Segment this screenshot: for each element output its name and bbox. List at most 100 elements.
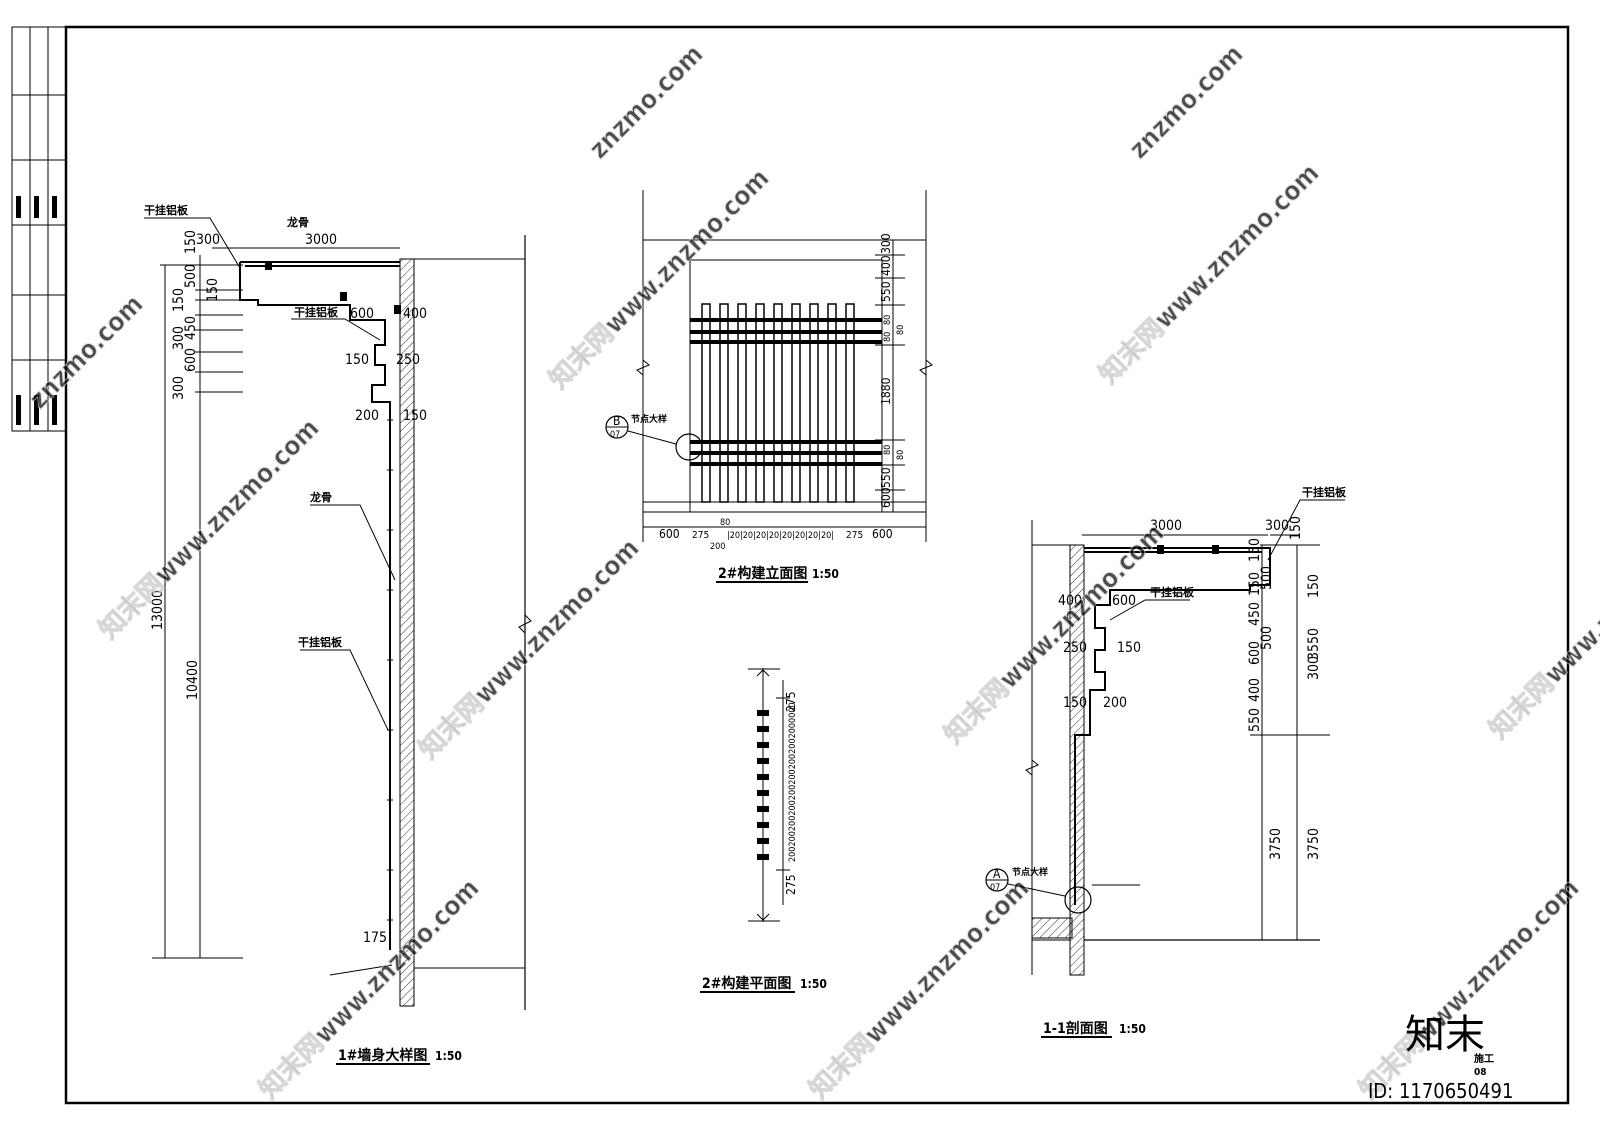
section-rdim-500a: 500	[1259, 566, 1275, 590]
dim-150-b: 150	[171, 288, 187, 312]
elev-callout-label: 节点大样	[631, 413, 667, 425]
dim-150-d: 150	[345, 352, 369, 368]
sheet-title-char: 施工	[1474, 1052, 1494, 1065]
elevation-title: 2#构建立面图	[718, 565, 807, 582]
elev-bdim-275a: 275	[692, 530, 709, 541]
elev-dim-600: 600	[879, 487, 893, 508]
sheet-number: 08	[1474, 1067, 1487, 1078]
dim-150-a: 150	[183, 230, 199, 254]
dim-13000: 13000	[150, 590, 166, 630]
elev-dim-80b: 80	[883, 332, 893, 342]
dim-200: 200	[355, 408, 379, 424]
section-rdim-600: 600	[1247, 641, 1263, 665]
dim-3000-top: 3000	[305, 232, 337, 248]
svg-text:知末网www.znzmo.com: 知末网www.znzmo.com	[939, 518, 1171, 750]
section-odim-3750: 3750	[1306, 828, 1322, 860]
elevation-scale: 1:50	[812, 567, 839, 581]
section-dim-3000: 3000	[1150, 518, 1182, 534]
elev-dim-550: 550	[879, 281, 893, 302]
elev-dim-400: 400	[879, 255, 893, 276]
elev-bdim-600a: 600	[659, 527, 680, 541]
svg-text:知末网www.znzmo.com: 知末网www.znzmo.com	[804, 873, 1036, 1105]
wall-detail-scale: 1:50	[435, 1049, 462, 1063]
elev-dim-80e: 80	[896, 325, 906, 335]
label-panel-mid: 干挂铝板	[294, 305, 339, 319]
elev-bdim-275b: 275	[846, 530, 863, 541]
section-rdim-550: 550	[1247, 708, 1263, 732]
watermark-id: ID: 1170650491	[1368, 1079, 1513, 1103]
svg-text:znzmo.com: znzmo.com	[584, 39, 710, 165]
plan-ticks: 2002002002002002002002002000000	[788, 702, 798, 862]
section-dim-400: 400	[1058, 593, 1082, 609]
section-rdim-500b: 500	[1259, 626, 1275, 650]
dim-150-c: 150	[205, 278, 221, 302]
section-scale: 1:50	[1119, 1022, 1146, 1036]
section-title: 1-1剖面图	[1043, 1020, 1108, 1037]
section-dim-300: 300	[1265, 518, 1289, 534]
svg-text:知末网www.znzmo.com: 知末网www.znzmo.com	[254, 873, 486, 1105]
svg-text:知末网www.znzmo.com: 知末网www.znzmo.com	[1484, 513, 1600, 745]
plan-bars	[757, 710, 769, 860]
wall-detail-title: 1#墙身大样图	[338, 1047, 427, 1064]
dim-500: 500	[183, 264, 199, 288]
label-panel-top: 干挂铝板	[144, 203, 189, 217]
dim-600-a: 600	[183, 348, 199, 372]
section-label-panel-mid: 干挂铝板	[1150, 585, 1195, 599]
elev-bdim-600b: 600	[872, 527, 893, 541]
dim-150-e: 150	[403, 408, 427, 424]
label-panel-low: 干挂铝板	[298, 635, 343, 649]
svg-text:知末网www.znzmo.com: 知末网www.znzmo.com	[544, 163, 776, 395]
section-rdim-3750a: 3750	[1268, 828, 1284, 860]
section-dim-200: 200	[1103, 695, 1127, 711]
elev-bdim-80: 80	[720, 518, 730, 528]
dim-250: 250	[396, 352, 420, 368]
label-keel-mid: 龙骨	[309, 490, 332, 504]
section-rdim-300: 300	[1306, 656, 1322, 680]
svg-text:|20|20|20|20|20|20|20|20|: |20|20|20|20|20|20|20|20|	[727, 531, 834, 541]
svg-text:知末网www.znzmo.com: 知末网www.znzmo.com	[414, 533, 646, 765]
dim-450: 450	[183, 316, 199, 340]
watermark-logo: 知末	[1405, 1012, 1485, 1058]
dim-10400: 10400	[185, 660, 201, 700]
plan-title: 2#构建平面图	[702, 975, 791, 992]
section-odim-3550: 3550	[1306, 628, 1322, 660]
section-odim-150: 150	[1306, 574, 1322, 598]
elev-dim-300: 300	[879, 233, 893, 254]
section-rdim-150b: 150	[1247, 572, 1263, 596]
plan-scale: 1:50	[800, 977, 827, 991]
section-callout-sheet: 07	[990, 883, 1000, 893]
section-dim-150b: 150	[1063, 695, 1087, 711]
label-keel-top: 龙骨	[286, 215, 309, 229]
svg-text:znzmo.com: znzmo.com	[1124, 39, 1250, 165]
elev-dim-550b: 550	[879, 467, 893, 488]
elevation-bars	[690, 318, 882, 466]
plan-drawing: 275 275 2002002002002002002002002000000 …	[700, 668, 827, 993]
svg-text:znzmo.com: znzmo.com	[24, 289, 150, 415]
section-rdim-150: 150	[1247, 538, 1263, 562]
dim-300-b: 300	[171, 376, 187, 400]
dim-600-b: 600	[350, 306, 374, 322]
elev-dim-1880: 1880	[879, 377, 893, 405]
sheet-frame	[11, 25, 1570, 1105]
elev-callout-sheet: 07	[610, 430, 620, 440]
section-dim-150top: 150	[1288, 516, 1304, 540]
elevation-drawing: B 07 节点大样 300 400 550 80 80 1880 80 80 5…	[605, 190, 933, 583]
section-dim-250: 250	[1063, 640, 1087, 656]
svg-text:知末网www.znzmo.com: 知末网www.znzmo.com	[1094, 158, 1326, 390]
elev-bdim-200: 200	[710, 542, 725, 552]
plan-dim-275a: 275	[784, 691, 798, 712]
section-callout-label: 节点大样	[1012, 866, 1048, 878]
side-title-block-marks	[16, 196, 57, 425]
svg-text:知末网www.znzmo.com: 知末网www.znzmo.com	[1354, 873, 1586, 1105]
wall-detail-drawing: 干挂铝板 龙骨 干挂铝板 龙骨 干挂铝板 300 3000 150 500 15…	[144, 203, 532, 1065]
section-drawing: 干挂铝板 干挂铝板 A 07 节点大样 3000 300 150 400 600…	[985, 485, 1347, 1038]
elev-bottom-ticks: |20|20|20|20|20|20|20|20|	[727, 531, 834, 541]
svg-text:知末网www.znzmo.com: 知末网www.znzmo.com	[94, 413, 326, 645]
elev-dim-80c: 80	[883, 445, 893, 455]
elev-dim-80a: 80	[883, 315, 893, 325]
dim-400: 400	[403, 306, 427, 322]
section-rdim-400: 400	[1247, 678, 1263, 702]
plan-dim-275b: 275	[784, 874, 798, 895]
dim-300-top: 300	[196, 232, 220, 248]
